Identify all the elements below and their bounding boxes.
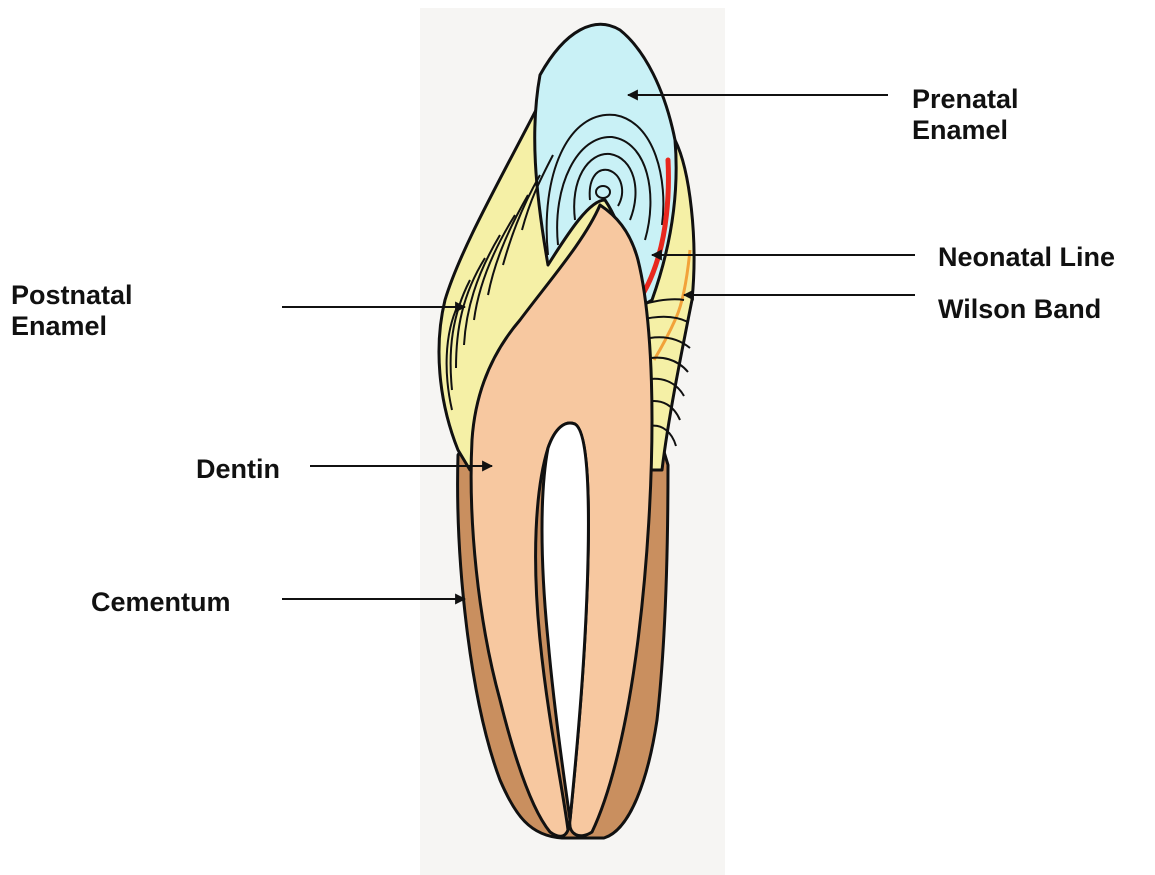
label-dentin: Dentin (196, 454, 280, 485)
label-prenatal-enamel: Prenatal Enamel (912, 84, 1019, 146)
label-wilson-band: Wilson Band (938, 294, 1101, 325)
label-postnatal-line1: Postnatal (11, 280, 133, 311)
label-postnatal-line2: Enamel (11, 311, 133, 342)
label-postnatal-enamel: Postnatal Enamel (11, 280, 133, 342)
label-cementum: Cementum (91, 587, 231, 618)
label-prenatal-line2: Enamel (912, 115, 1019, 146)
label-prenatal-line1: Prenatal (912, 84, 1019, 115)
label-neonatal-line: Neonatal Line (938, 242, 1115, 273)
